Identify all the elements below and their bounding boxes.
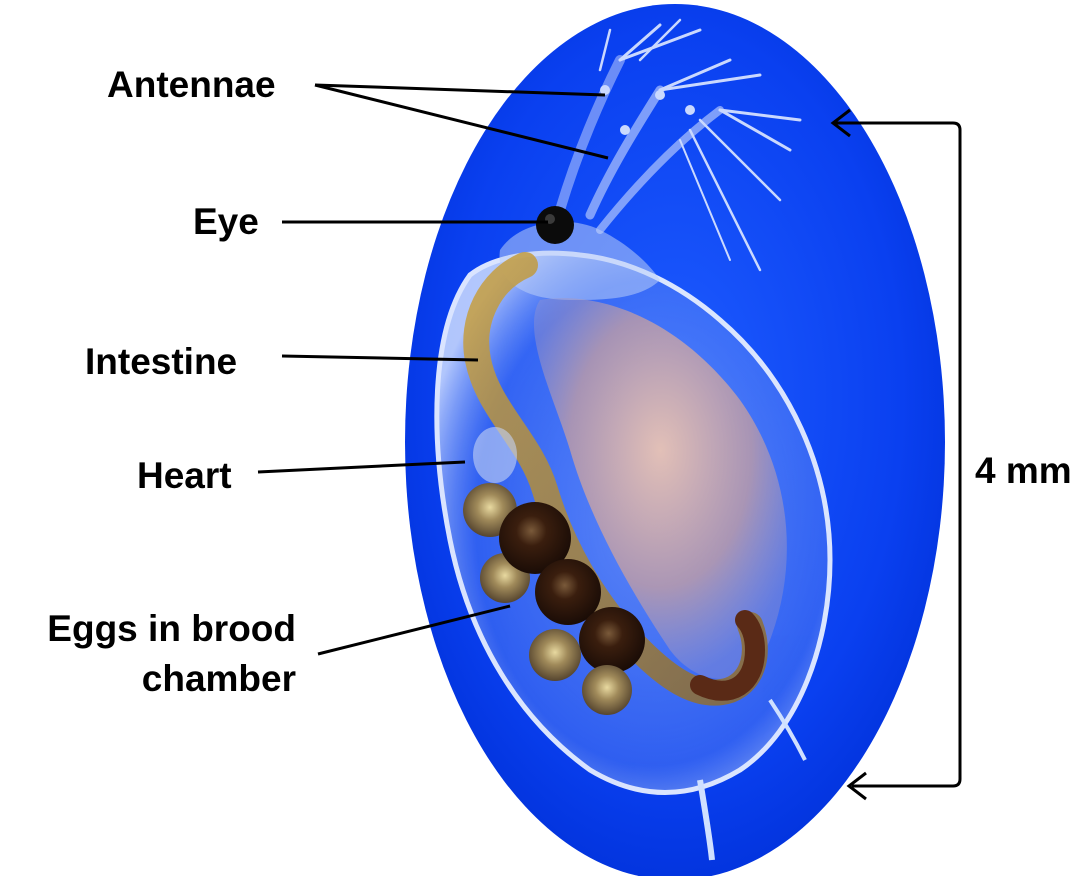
label-eye: Eye [193,201,259,242]
label-eggs-line1: Eggs in brood [47,608,296,649]
label-heart: Heart [137,455,232,496]
label-antennae: Antennae [107,64,276,105]
compound-eye [536,206,574,244]
scale-label: 4 mm [975,450,1072,491]
label-intestine: Intestine [85,341,237,382]
label-eggs-line2: chamber [142,658,296,699]
egg [582,665,632,715]
egg [579,607,645,673]
heart-organ [473,427,517,483]
egg [529,629,581,681]
